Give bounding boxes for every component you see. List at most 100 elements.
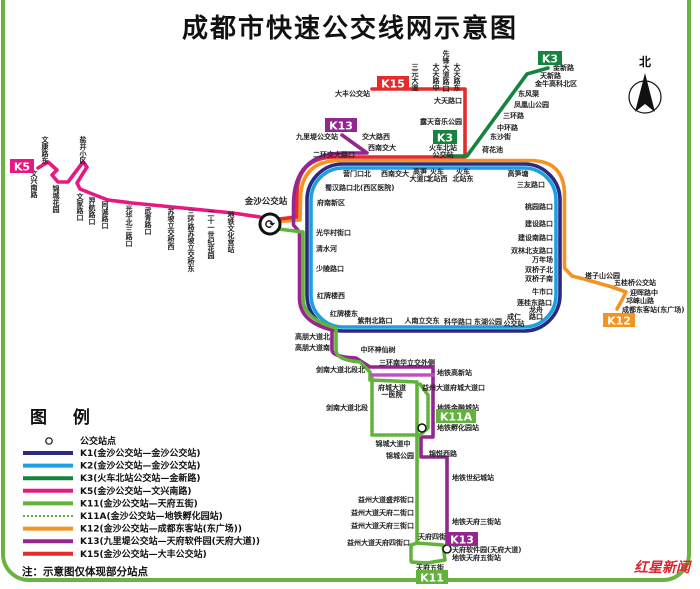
legend-item-label: K5(金沙公交站—文兴南路): [80, 485, 191, 497]
station-label: 紫荆北路口: [358, 316, 393, 325]
station-label: 天府五街: [416, 563, 444, 572]
station-label: 双桥子南: [525, 274, 553, 283]
station-label: 金新路: [552, 63, 575, 72]
station-label: 北站东: [453, 174, 474, 183]
station-label: 高朋大道北: [295, 332, 330, 341]
station-label: 三环路: [503, 111, 525, 120]
station-label: 天府软件园(天府大道): [452, 545, 521, 554]
station-label: 九里堤公交站: [295, 132, 338, 141]
north-arrow-icon: 北: [628, 54, 662, 114]
station-label: 二环交大路口: [313, 150, 355, 159]
legend-item-label: K2(金沙公交站—金沙公交站): [80, 460, 200, 472]
station-label: 东风渠: [518, 89, 540, 98]
station-label: 益州大道盛邦街口: [358, 495, 414, 504]
station-label: 锦城大道中: [376, 439, 411, 448]
north-label: 北: [639, 54, 651, 69]
legend: 图 例 公交站点 K1(金沙公交站—金沙公交站)K2(金沙公交站—金沙公交站)K…: [22, 407, 260, 578]
station-label: 高朋大道南: [295, 343, 330, 352]
station-label: 营门口北: [343, 169, 371, 178]
route-badge-k3: K3: [433, 130, 457, 145]
station-label: 地铁天府五街站: [452, 553, 501, 562]
station-label: 火车: [456, 167, 470, 176]
station-label: 益州大道天府四街口: [347, 538, 410, 547]
station-label: 东沙街: [490, 132, 511, 141]
station-label: 武青路口: [144, 206, 153, 236]
legend-title: 图 例: [30, 407, 100, 428]
map-frame: [1, 0, 691, 582]
jinsha-hub-icon[interactable]: ⟳: [258, 212, 282, 236]
station-label: 金牛高科北区: [534, 79, 577, 88]
station-label: 少陵路口: [315, 264, 344, 273]
route-k3-line: [445, 66, 550, 158]
station-label: 文康路东: [41, 135, 50, 165]
station-label: 三友路口: [517, 180, 545, 189]
station-label: 万年场: [531, 255, 553, 264]
station-label: 桃园路口: [525, 202, 553, 211]
route-badge-label: K12: [607, 315, 631, 328]
route-badge-label: K13: [450, 534, 474, 547]
route-badge-label: K11A: [440, 411, 473, 424]
station-label: 苏坡立交桥西: [167, 207, 176, 251]
svg-text:⟳: ⟳: [265, 218, 275, 232]
station-label: 公交站: [504, 319, 525, 328]
legend-stop-label: 公交站点: [80, 435, 116, 447]
station-label: 北站西: [427, 174, 448, 183]
station-label: 文兴南路: [30, 169, 39, 199]
station-label: 同诚路口: [101, 201, 110, 230]
station-label: 西南交大: [381, 169, 409, 178]
station-label: 高笋: [413, 167, 427, 176]
station-label: 先锋大道路口: [442, 49, 451, 93]
station-label: 东湖公园: [474, 317, 502, 326]
station-label: 地铁天府三街站: [452, 517, 501, 526]
legend-item-label: K12(金沙公交站—成都东客站(东广场)): [80, 523, 242, 535]
station-label: 建设南路口: [518, 233, 553, 242]
route-badge-k13: K13: [325, 118, 357, 133]
station-label: 火车: [430, 167, 444, 176]
station-label: 益州大道天府三街口: [351, 521, 414, 530]
station-label: 剑南大道北段北: [315, 365, 365, 374]
station-label: 龙舟: [528, 305, 543, 314]
watermark-logo: 红星新闻: [634, 559, 692, 576]
route-badge-label: K15: [381, 78, 405, 91]
legend-item-label: K1(金沙公交站—金沙公交站): [80, 447, 200, 459]
station-label: 大天路中: [432, 62, 441, 92]
station-label: 大天路口: [434, 96, 462, 105]
legend-item-label: K3(火车北站公交站—金新路): [80, 472, 200, 484]
station-label: 公交站: [433, 150, 454, 159]
station-label: 盐井小区: [79, 135, 88, 165]
station-label: 迎晖路中: [630, 288, 658, 297]
station-label: 高笋塘: [508, 169, 529, 178]
station-label: 光华村街口: [315, 228, 351, 237]
station-label: 清水河: [316, 244, 337, 253]
route-k11-loop-line: [409, 541, 429, 565]
station-label: 府南新区: [317, 198, 345, 207]
station-label: 成都东客站(东广场): [622, 305, 684, 314]
station-label: 天府四街: [418, 532, 446, 541]
station-label: 红牌楼东: [330, 309, 358, 318]
route-badge-label: K3: [542, 53, 558, 66]
route-k1-line: [305, 162, 562, 333]
station-label: 地铁金融城站: [437, 403, 479, 412]
station-label: 西南交大: [368, 143, 396, 152]
station-label: 三元大道: [411, 63, 419, 92]
station-label: 一医院: [382, 390, 403, 399]
station-label: 文家路口: [76, 192, 85, 222]
route-badge-label: K3: [437, 132, 453, 145]
route-k12-line: [268, 158, 628, 311]
station-label: 双桥子北: [525, 265, 553, 274]
route-badge-label: K11: [420, 572, 444, 585]
station-label: 科华路口: [444, 317, 472, 326]
station-label: 路口: [529, 312, 543, 321]
station-label: 天新路: [540, 71, 562, 80]
station-label: 地铁文化宫站: [227, 210, 236, 254]
route-badge-k3: K3: [538, 51, 562, 66]
station-label: 地铁高新站: [437, 368, 472, 377]
map-title: 成都市快速公交线网示意图: [182, 13, 518, 44]
station-label: 塔子山公园: [585, 271, 620, 280]
station-label: 益州大道天府二街口: [351, 508, 414, 517]
station-label: 大天路东: [453, 62, 462, 92]
station-label: 红牌楼西: [317, 291, 345, 300]
route-k5-line: [36, 160, 272, 224]
route-k11-line: [268, 226, 447, 565]
